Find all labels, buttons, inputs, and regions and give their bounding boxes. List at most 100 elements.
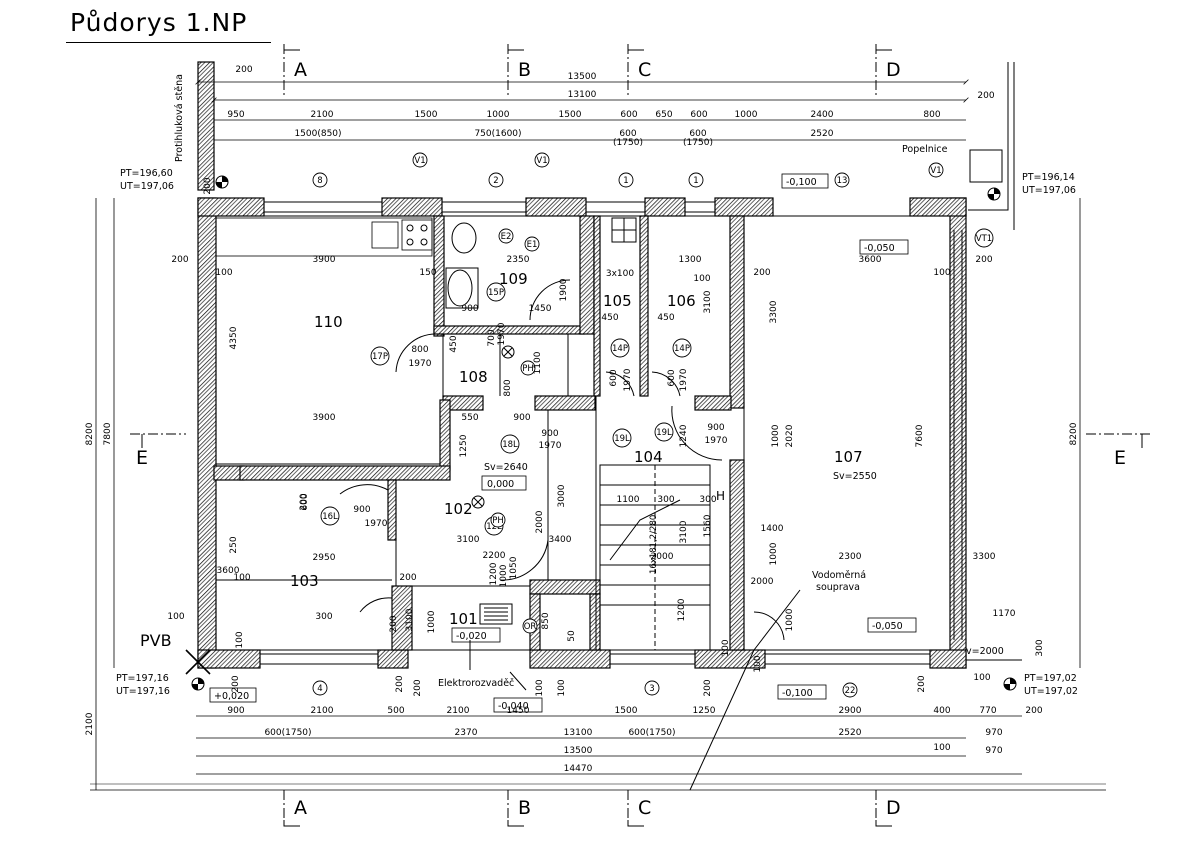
- label-h: H: [716, 489, 725, 503]
- dimension-label: 500: [387, 706, 404, 716]
- dimension-label: 200: [1025, 706, 1042, 716]
- inner-dimension-label: 200: [389, 615, 399, 632]
- inner-dimension-label: 1560: [703, 514, 713, 537]
- dimension-label: 600: [689, 129, 706, 139]
- tag-circle: [320, 506, 340, 526]
- tag-circle: [618, 172, 634, 188]
- room-102-area: Sv=2640: [484, 462, 528, 473]
- room-103: 103: [290, 572, 319, 590]
- dimension-label: 1500(850): [294, 129, 341, 139]
- inner-dimension-label: 550: [461, 413, 478, 423]
- dimension-label: 7800: [103, 422, 113, 445]
- inner-dimension-label: 100: [233, 573, 250, 583]
- inner-dimension-label: 600: [609, 369, 619, 386]
- partitions: [130, 44, 1150, 827]
- dimension-label: 600(1750): [628, 728, 675, 738]
- dimension-label: 13100: [568, 90, 597, 100]
- inner-dimension-label: 1450: [529, 304, 552, 314]
- inner-dimension-label: 1050: [509, 556, 519, 579]
- inner-dimension-label: 200: [917, 675, 927, 692]
- inner-dimension-label: 900: [541, 429, 558, 439]
- label-pvb: PVB: [140, 631, 172, 650]
- dimension-lines: [90, 79, 1106, 791]
- level-nw-pt: PT=196,60: [120, 168, 173, 179]
- inner-dimension-label: 300: [699, 495, 716, 505]
- axis-top-d: D: [886, 59, 901, 81]
- inner-dimension-label: 100: [535, 679, 545, 696]
- dimension-label: 1250: [693, 706, 716, 716]
- inner-dimension-label: 800: [411, 345, 428, 355]
- inner-dimension-label: 100: [933, 268, 950, 278]
- dimension-label: 2100: [311, 706, 334, 716]
- dimension-label: 1000: [487, 110, 510, 120]
- inner-dimension-label: 3000: [557, 484, 567, 507]
- tag-label: 4: [317, 684, 322, 694]
- inner-dimension-label: 850: [541, 612, 551, 629]
- inner-dimension-label: 1970: [539, 441, 562, 451]
- tag-circle: [612, 428, 632, 448]
- dimension-label: 600(1750): [264, 728, 311, 738]
- inner-dimension-label: 250: [229, 536, 239, 553]
- inner-dimension-label: 3100: [405, 608, 415, 631]
- tag-label: E2: [501, 232, 512, 242]
- level-box-3: 0,000: [487, 479, 514, 490]
- inner-dimension-label: 900: [513, 413, 530, 423]
- inner-dimension-label: 2000: [535, 510, 545, 533]
- title-underline: [66, 42, 271, 43]
- inner-dimension-label: 1400: [761, 524, 784, 534]
- tag-circle: [412, 152, 428, 168]
- inner-dimension-label: 3400: [549, 535, 572, 545]
- inner-dimension-label: 1100: [617, 495, 640, 505]
- dimension-label: 2400: [811, 110, 834, 120]
- tag-label: 12L: [486, 522, 502, 532]
- level-box-6: -0,100: [782, 688, 813, 699]
- tag-circle: [312, 172, 328, 188]
- tag-circle: [928, 162, 944, 178]
- inner-dimension-label: 300: [315, 612, 332, 622]
- tag-label: V1: [536, 156, 547, 166]
- inner-dimension-label: 450: [601, 313, 618, 323]
- tag-circle: [490, 512, 506, 528]
- tag-label: V1: [930, 166, 941, 176]
- inner-dimension-label: 200: [235, 65, 252, 75]
- inner-dimension-label: 4350: [229, 326, 239, 349]
- inner-dimension-label: 1000: [769, 542, 779, 565]
- dimension-label: 970: [985, 728, 1002, 738]
- tag-circle: [520, 360, 536, 376]
- inner-dimension-label: 600: [300, 493, 310, 510]
- dimension-label: 2100: [85, 712, 95, 735]
- axis-right-e: E: [1114, 447, 1126, 469]
- inner-dimension-label: 100: [973, 673, 990, 683]
- inner-dimension-label: 1970: [409, 359, 432, 369]
- wall-noise: [197, 61, 215, 191]
- inner-dimension-label: 1970: [623, 368, 633, 391]
- tag-label: 22: [845, 686, 856, 696]
- inner-dimension-label: 2300: [839, 552, 862, 562]
- room-101: 101: [449, 610, 478, 628]
- boxed-levels: -0,100 -0,050 0,000 -0,020 -0,050 -0,100…: [209, 173, 917, 713]
- dimension-label: 1500: [559, 110, 582, 120]
- inner-dimension-label: 3900: [313, 413, 336, 423]
- tag-label: 15P: [488, 288, 504, 298]
- tag-label: 19L: [614, 434, 630, 444]
- tag-label: VT1: [976, 234, 992, 244]
- wall-west: [197, 197, 217, 669]
- dimension-label: 13500: [564, 746, 593, 756]
- inner-dimension-label: 3300: [769, 300, 779, 323]
- inner-dimension-label: 1970: [365, 519, 388, 529]
- tag-label: 8: [317, 176, 322, 186]
- dimension-label: 2100: [447, 706, 470, 716]
- inner-dimension-label: 200: [977, 91, 994, 101]
- axis-labels: A B C D A B C D E E: [136, 59, 1126, 819]
- level-se-ut: UT=197,02: [1024, 686, 1078, 697]
- inner-dimension-label: 300: [1035, 639, 1045, 656]
- dimension-label: 600: [690, 110, 707, 120]
- dimension-label: 13100: [564, 728, 593, 738]
- room-107: 107: [834, 448, 863, 466]
- dimension-label: 400: [933, 706, 950, 716]
- inner-dimension-label: 7600: [915, 424, 925, 447]
- tag-label: OR: [524, 622, 537, 632]
- tag-circle: [688, 172, 704, 188]
